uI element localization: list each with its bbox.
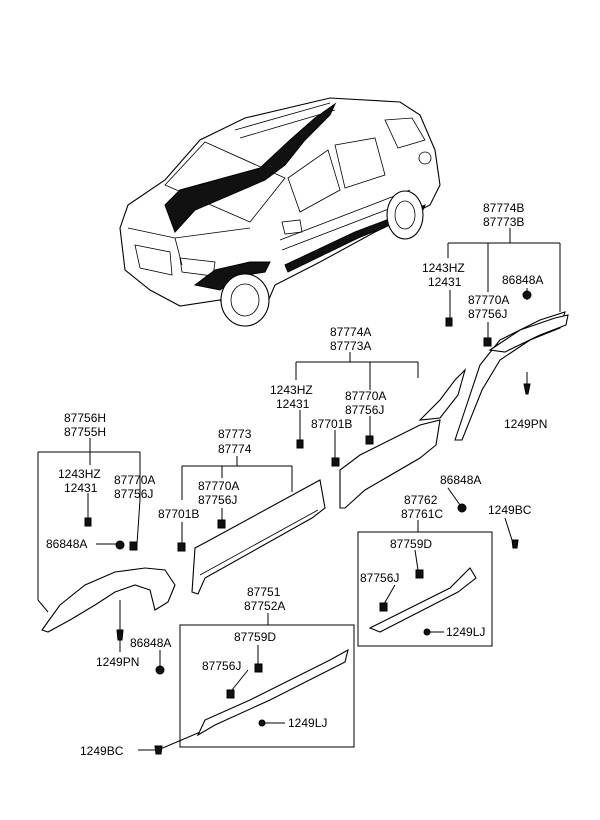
label-87770A-center: 87770A	[198, 479, 239, 493]
label-87774: 87774	[218, 442, 252, 456]
label-86848A-center-box: 86848A	[130, 636, 171, 650]
label-86848A-left: 86848A	[46, 537, 87, 551]
label-86848A-right-box: 86848A	[440, 473, 481, 487]
vehicle-illustration	[119, 97, 441, 327]
label-87773A: 87773A	[330, 339, 371, 353]
label-1249PN-right: 1249PN	[504, 417, 547, 431]
label-1243HZ-right: 1243HZ	[422, 261, 465, 275]
label-87751: 87751	[247, 585, 281, 599]
label-87756J-left: 87756J	[114, 487, 153, 501]
label-87756H: 87756H	[64, 411, 106, 425]
label-87762: 87762	[404, 493, 438, 507]
front-fender-molding	[41, 567, 176, 633]
label-87756J-mid: 87756J	[345, 403, 384, 417]
label-1243HZ-left: 1243HZ	[58, 467, 101, 481]
parts	[41, 290, 569, 755]
front-sill-molding	[196, 648, 349, 737]
label-87774B: 87774B	[483, 201, 524, 215]
label-87773B: 87773B	[483, 215, 524, 229]
label-1243HZ-mid: 1243HZ	[270, 383, 313, 397]
rear-sill-molding	[368, 567, 477, 633]
label-87755H: 87755H	[64, 425, 106, 439]
label-87770A-mid: 87770A	[345, 389, 386, 403]
label-1249LJ-center: 1249LJ	[288, 716, 327, 730]
label-12431-left: 12431	[64, 481, 98, 495]
label-87756J-right: 87756J	[468, 307, 507, 321]
clip-icons	[84, 290, 532, 755]
label-1249LJ-right: 1249LJ	[446, 625, 485, 639]
label-12431-right: 12431	[428, 275, 462, 289]
label-87759D-center: 87759D	[234, 630, 276, 644]
label-12431-mid: 12431	[276, 397, 310, 411]
label-1249PN-left: 1249PN	[96, 655, 139, 669]
label-1249BC-left: 1249BC	[80, 744, 124, 758]
label-1249BC-right: 1249BC	[488, 503, 532, 517]
label-87770A-left: 87770A	[114, 473, 155, 487]
rear-door-molding	[339, 419, 441, 509]
label-87756J-center: 87756J	[198, 493, 237, 507]
label-87756J-right-box: 87756J	[360, 571, 399, 585]
label-86848A-right: 86848A	[502, 273, 543, 287]
label-87770A-right: 87770A	[468, 293, 509, 307]
part-labels: 87774B 87773B 1243HZ 12431 86848A 87770A…	[46, 201, 547, 758]
front-door-molding	[191, 479, 326, 595]
label-87761C: 87761C	[401, 507, 443, 521]
label-87773: 87773	[218, 427, 252, 441]
label-87756J-center-box: 87756J	[202, 659, 241, 673]
label-87701B-mid: 87701B	[311, 417, 352, 431]
label-87774A: 87774A	[330, 325, 371, 339]
label-87701B-center: 87701B	[158, 507, 199, 521]
leader-lines	[37, 228, 561, 751]
label-87752A: 87752A	[244, 599, 285, 613]
label-87759D-right: 87759D	[390, 537, 432, 551]
